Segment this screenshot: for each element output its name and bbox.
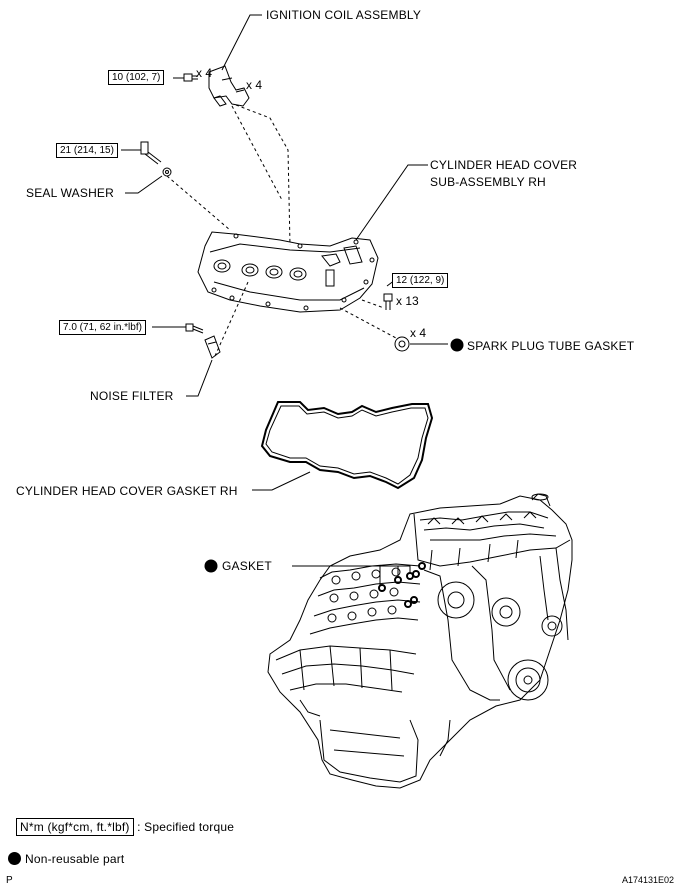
head-cover-leader bbox=[355, 164, 428, 241]
coil-dashed-guide bbox=[235, 104, 291, 246]
seal-washer-leader bbox=[125, 175, 163, 194]
engine-assembly-drawing bbox=[267, 493, 573, 789]
page-mark: P bbox=[6, 875, 13, 886]
tube-gasket-quantity: x 4 bbox=[410, 326, 427, 340]
noise-filter-label: NOISE FILTER bbox=[90, 389, 174, 403]
cover-bolt-torque-box: 12 (122, 9) bbox=[392, 273, 449, 288]
gasket-label: GASKET bbox=[222, 559, 272, 573]
seal-washer-drawing bbox=[162, 167, 172, 177]
torque-legend-description: : Specified torque bbox=[137, 820, 235, 834]
engine-gaskets-drawing bbox=[378, 562, 426, 608]
ignition-coil-drawing bbox=[208, 65, 250, 107]
gasket-non-reusable-icon bbox=[204, 559, 218, 573]
cover-bolt-quantity: x 13 bbox=[396, 294, 419, 308]
coil-quantity: x 4 bbox=[246, 78, 263, 92]
coil-bolt-quantity: x 4 bbox=[196, 66, 213, 80]
cylinder-head-cover-label-line2: SUB-ASSEMBLY RH bbox=[430, 175, 546, 189]
coil-bolt-torque-box: 10 (102, 7) bbox=[108, 70, 165, 85]
noise-filter-bolt-drawing bbox=[185, 323, 204, 334]
figure-id: A174131E02 bbox=[622, 875, 675, 885]
spark-plug-tube-gasket-drawing bbox=[394, 336, 410, 352]
noise-filter-leader bbox=[186, 359, 213, 397]
non-reusable-legend: Non-reusable part bbox=[8, 852, 124, 866]
spark-plug-tube-gasket-label: SPARK PLUG TUBE GASKET bbox=[467, 339, 635, 353]
ignition-coil-label: IGNITION COIL ASSEMBLY bbox=[266, 8, 422, 22]
spark-plug-tube-gasket-non-reusable-icon bbox=[450, 338, 464, 352]
cover-bolt-drawing bbox=[383, 293, 393, 310]
cylinder-head-cover-label-line1: CYLINDER HEAD COVER bbox=[430, 158, 578, 172]
torque-legend: N*m (kgf*cm, ft.*lbf) : Specified torque bbox=[16, 818, 235, 836]
cylinder-head-cover-drawing bbox=[197, 231, 379, 313]
filled-circle-icon bbox=[8, 852, 21, 865]
noise-filter-bolt-torque-box: 7.0 (71, 62 in.*lbf) bbox=[59, 320, 146, 335]
seal-washer-label: SEAL WASHER bbox=[26, 186, 114, 200]
cover-gasket-drawing bbox=[260, 401, 434, 490]
stud-torque-box: 21 (214, 15) bbox=[56, 143, 118, 158]
non-reusable-legend-text: Non-reusable part bbox=[25, 852, 125, 866]
stud-drawing bbox=[140, 141, 162, 165]
torque-legend-key: N*m (kgf*cm, ft.*lbf) bbox=[16, 818, 134, 836]
ignition-coil-leader bbox=[221, 14, 262, 71]
gasket-leader bbox=[292, 565, 411, 586]
cover-gasket-leader bbox=[252, 471, 311, 491]
noise-filter-drawing bbox=[204, 335, 221, 359]
cylinder-head-cover-gasket-label: CYLINDER HEAD COVER GASKET RH bbox=[16, 484, 238, 498]
